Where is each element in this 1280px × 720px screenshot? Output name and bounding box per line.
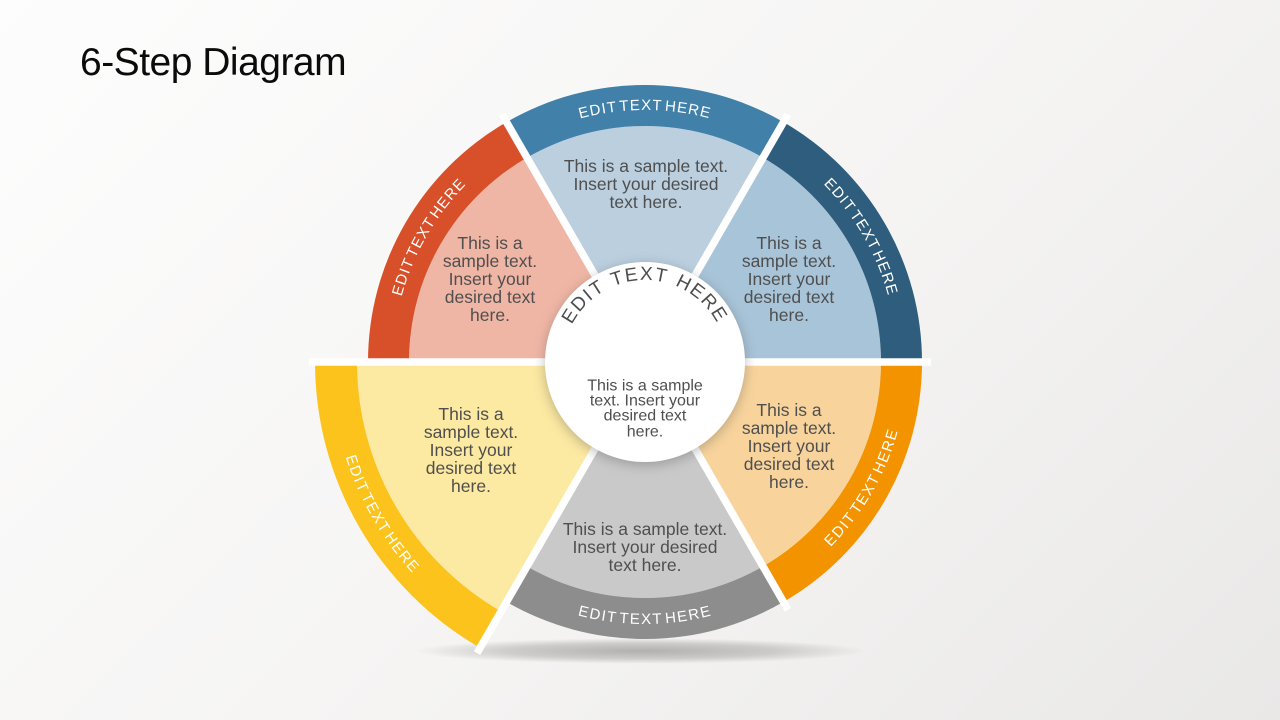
segment-top-left-body-text[interactable]: This is a sample text. Insert your desir…	[442, 232, 538, 326]
segment-top-left-band[interactable]	[367, 122, 527, 362]
segment-top-band[interactable]	[506, 84, 784, 158]
segment-bottom-right-body-text[interactable]: This is a sample text. Insert your desir…	[741, 399, 837, 493]
wedge-divider	[689, 443, 792, 612]
segment-bottom-left-body-text[interactable]: This is a sample text. Insert your desir…	[423, 403, 519, 497]
wedge-divider	[473, 443, 601, 655]
segment-top-sector[interactable]	[527, 125, 763, 362]
slide-title[interactable]: 6-Step Diagram	[80, 41, 347, 84]
segment-bottom-left-band[interactable]	[315, 362, 501, 648]
diagram-shadow	[340, 634, 940, 668]
segment-bottom-sector[interactable]	[527, 362, 763, 599]
segment-bottom-body-text[interactable]: This is a sample text. Insert your desir…	[562, 518, 728, 576]
center-circle[interactable]	[545, 262, 745, 462]
segment-top-right-body-text[interactable]: This is a sample text. Insert your desir…	[741, 232, 837, 326]
segment-bottom-right-band[interactable]	[763, 362, 922, 602]
wedge-divider	[689, 112, 792, 281]
segment-top-right-band[interactable]	[763, 122, 922, 362]
segment-top-body-text[interactable]: This is a sample text. Insert your desir…	[563, 155, 729, 213]
wedge-divider	[498, 112, 601, 281]
center-body-text[interactable]: This is a sample text. Insert your desir…	[587, 377, 703, 441]
segment-bottom-band[interactable]	[506, 566, 784, 640]
